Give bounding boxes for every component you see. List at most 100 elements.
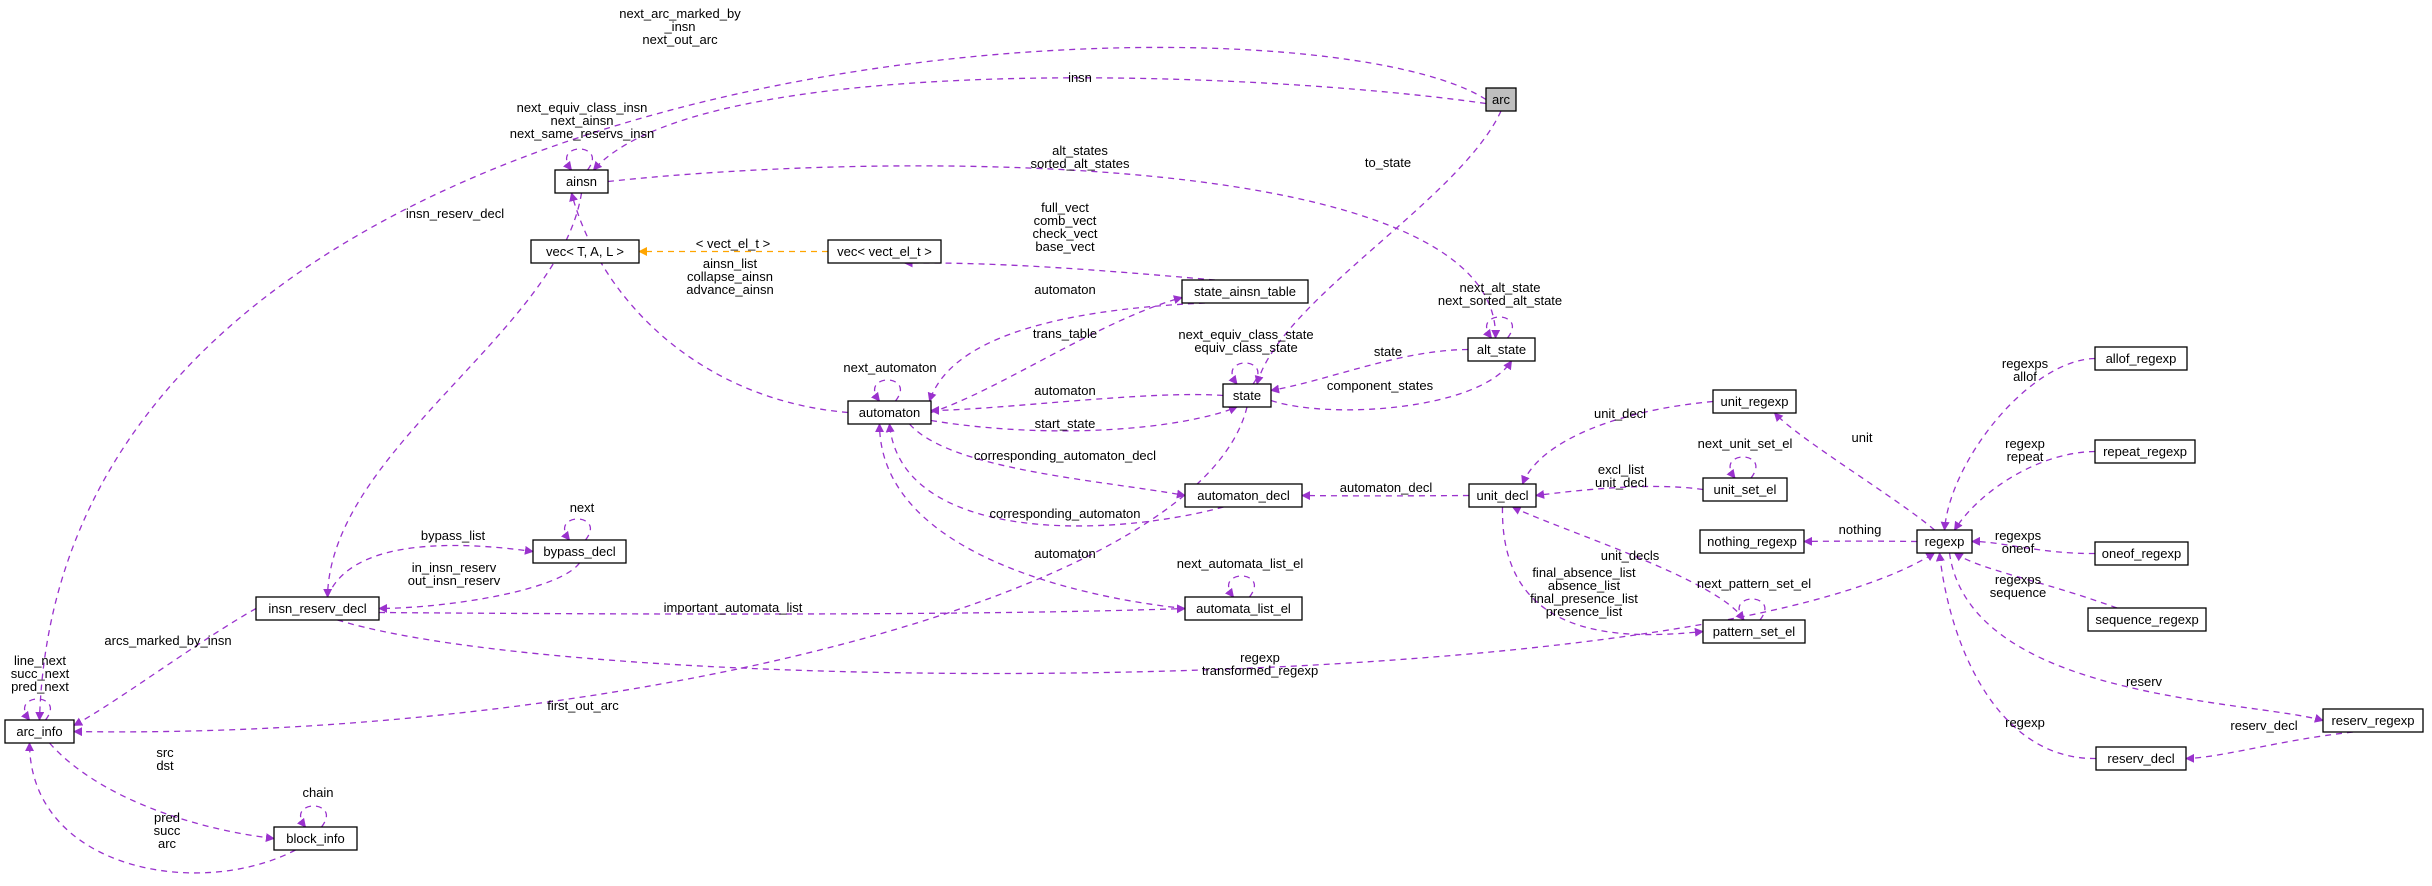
node-box[interactable]	[1916, 529, 1973, 554]
node-box[interactable]	[1181, 279, 1309, 304]
node-arc[interactable]: arc	[1485, 87, 1517, 112]
edge-label: next_equiv_class_state	[1178, 327, 1313, 342]
node-box[interactable]	[2087, 607, 2207, 632]
edge-label: regexp	[2005, 715, 2045, 730]
node-label: oneof_regexp	[2102, 546, 2182, 561]
node-label: reserv_decl	[2107, 751, 2174, 766]
edge-label: next_arc_marked_by	[619, 6, 741, 21]
edge-arc-to-ainsn	[592, 77, 1487, 171]
node-block-info[interactable]: block_info	[273, 826, 358, 851]
node-box[interactable]	[530, 239, 640, 264]
node-bypass-decl[interactable]: bypass_decl	[532, 539, 627, 564]
edge-label: insn_reserv_decl	[406, 206, 504, 221]
edge-arcinfo-self	[20, 698, 52, 721]
node-box[interactable]	[1702, 477, 1788, 502]
node-label: automaton	[859, 405, 920, 420]
edge-arc-to-arcinfo	[35, 46, 1487, 721]
edge-label: next_equiv_class_insn	[517, 100, 648, 115]
node-state[interactable]: state	[1222, 383, 1272, 408]
edge-oneof-to-regexp	[1971, 536, 2096, 555]
node-state-ainsn-table[interactable]: state_ainsn_table	[1181, 279, 1309, 304]
node-box[interactable]	[2094, 439, 2196, 464]
node-label: unit_decl	[1476, 488, 1528, 503]
node-reserv-regexp[interactable]: reserv_regexp	[2322, 708, 2424, 733]
node-arc-info[interactable]: arc_info	[4, 719, 75, 744]
edge-label: presence_list	[1546, 604, 1623, 619]
node-automata-list-el[interactable]: automata_list_el	[1184, 596, 1303, 621]
node-box[interactable]	[1712, 389, 1797, 414]
node-box[interactable]	[2094, 346, 2188, 371]
edge-bypass-to-insn	[378, 562, 581, 613]
edge-allof-to-regexp	[1940, 357, 2096, 531]
node-label: vec< vect_el_t >	[837, 244, 932, 259]
node-unit-decl[interactable]: unit_decl	[1468, 483, 1537, 508]
edge-insn-to-regexp	[337, 552, 1936, 675]
node-label: allof_regexp	[2106, 351, 2177, 366]
node-box[interactable]	[827, 239, 942, 264]
node-box[interactable]	[1184, 483, 1303, 508]
edge-state-self	[1228, 362, 1259, 385]
edge-label: automaton	[1034, 546, 1095, 561]
node-pattern-set-el[interactable]: pattern_set_el	[1702, 619, 1806, 644]
node-box[interactable]	[1702, 619, 1806, 644]
node-unit-regexp[interactable]: unit_regexp	[1712, 389, 1797, 414]
edge-automatalist-to-automaton	[875, 423, 1186, 610]
edge-label: reserv	[2126, 674, 2163, 689]
edge-label: repeat	[2007, 449, 2044, 464]
node-box[interactable]	[847, 400, 932, 425]
node-box[interactable]	[554, 169, 609, 194]
edge-arc-to-state	[1254, 110, 1502, 385]
edge-label: equiv_class_state	[1194, 340, 1297, 355]
node-vec-vect[interactable]: vec< vect_el_t >	[827, 239, 942, 264]
node-insn-reserv-decl[interactable]: insn_reserv_decl	[255, 596, 380, 621]
node-automaton[interactable]: automaton	[847, 400, 932, 425]
edge-regexp-to-reservregexp	[1948, 552, 2324, 723]
node-box[interactable]	[1184, 596, 1303, 621]
edge-label: nothing	[1839, 522, 1882, 537]
node-box[interactable]	[1468, 483, 1537, 508]
node-vec-tal[interactable]: vec< T, A, L >	[530, 239, 640, 264]
node-box[interactable]	[1485, 87, 1517, 112]
edge-label: regexps	[1995, 572, 2042, 587]
edge-insn-to-arcinfo	[73, 607, 257, 727]
edge-label: next_automata_list_el	[1177, 556, 1304, 571]
node-unit-set-el[interactable]: unit_set_el	[1702, 477, 1788, 502]
edge-label: src	[156, 745, 174, 760]
edge-bypass-self	[560, 518, 592, 541]
edge-label: full_vect	[1041, 200, 1089, 215]
edge-altstate-self	[1482, 316, 1514, 339]
edge-arcinfo-to-blockinfo	[49, 742, 275, 843]
node-box[interactable]	[4, 719, 75, 744]
node-oneof-regexp[interactable]: oneof_regexp	[2094, 541, 2189, 566]
edge-unitsetel-self	[1726, 456, 1757, 479]
edge-label: next	[570, 500, 595, 515]
node-box[interactable]	[255, 596, 380, 621]
node-sequence-regexp[interactable]: sequence_regexp	[2087, 607, 2207, 632]
edge-label: regexps	[1995, 528, 2042, 543]
node-label: unit_set_el	[1714, 482, 1777, 497]
node-box[interactable]	[532, 539, 627, 564]
edge-label: important_automata_list	[664, 600, 803, 615]
node-allof-regexp[interactable]: allof_regexp	[2094, 346, 2188, 371]
node-automaton-decl[interactable]: automaton_decl	[1184, 483, 1303, 508]
node-label: unit_regexp	[1721, 394, 1789, 409]
node-box[interactable]	[2322, 708, 2424, 733]
node-nothing-regexp[interactable]: nothing_regexp	[1699, 529, 1805, 554]
node-reserv-decl[interactable]: reserv_decl	[2095, 746, 2187, 771]
edge-automaton-to-ainsn	[569, 192, 849, 414]
node-ainsn[interactable]: ainsn	[554, 169, 609, 194]
node-alt-state[interactable]: alt_state	[1467, 337, 1536, 362]
node-box[interactable]	[2094, 541, 2189, 566]
node-box[interactable]	[1222, 383, 1272, 408]
node-box[interactable]	[1699, 529, 1805, 554]
edge-label: unit_decl	[1594, 406, 1646, 421]
node-regexp[interactable]: regexp	[1916, 529, 1973, 554]
node-box[interactable]	[2095, 746, 2187, 771]
edge-label: excl_list	[1598, 462, 1645, 477]
node-box[interactable]	[1467, 337, 1536, 362]
node-box[interactable]	[273, 826, 358, 851]
edge-label: oneof	[2002, 541, 2035, 556]
node-label: sequence_regexp	[2095, 612, 2198, 627]
node-repeat-regexp[interactable]: repeat_regexp	[2094, 439, 2196, 464]
edge-label: sequence	[1990, 585, 2046, 600]
